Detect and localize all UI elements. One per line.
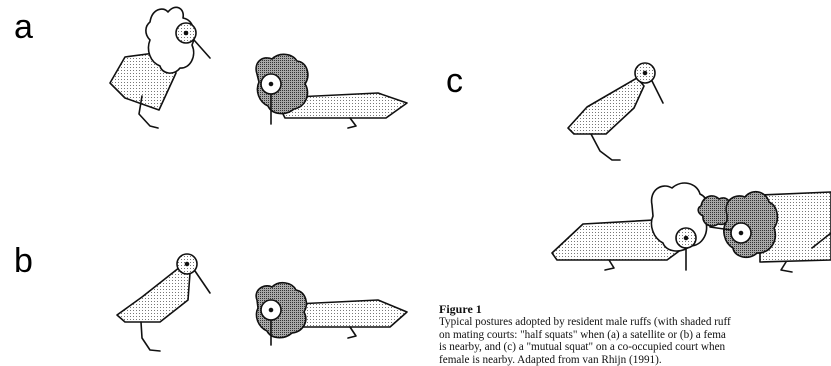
figure-caption: Figure 1 Typical postures adopted by res… <box>439 302 831 366</box>
panel-c-left-resident <box>552 183 708 270</box>
right-resident-ruff <box>724 192 778 258</box>
standing-c-bill <box>652 81 663 103</box>
panel-c-standing-bird <box>568 63 663 160</box>
standing-b-body <box>117 267 190 322</box>
right-resident-leg <box>781 262 792 272</box>
left-resident-leg <box>605 260 614 270</box>
figure-caption-line-2: on mating courts: "half squats" when (a)… <box>439 329 831 342</box>
resident-a-leg <box>348 118 356 128</box>
standing-b-bill <box>195 271 210 293</box>
standing-c-leg <box>591 134 620 160</box>
figure-caption-line-1: Typical postures adopted by resident mal… <box>439 316 831 329</box>
standing-c-body <box>568 78 644 134</box>
panel-b-standing-bird <box>117 254 210 351</box>
panel-b-resident-bird <box>256 283 407 345</box>
panel-a-satellite-bird <box>110 7 210 128</box>
satellite-bill <box>194 40 210 58</box>
panel-c-right-resident <box>698 192 831 272</box>
panel-a-resident-bird <box>256 54 407 128</box>
resident-b-leg <box>348 327 356 338</box>
figure-caption-line-3: is nearby, and (c) a "mutual squat" on a… <box>439 341 831 354</box>
figure-caption-title: Figure 1 <box>439 302 831 316</box>
standing-b-leg <box>141 322 160 351</box>
figure-caption-line-4: female is nearby. Adapted from van Rhijn… <box>439 354 831 366</box>
